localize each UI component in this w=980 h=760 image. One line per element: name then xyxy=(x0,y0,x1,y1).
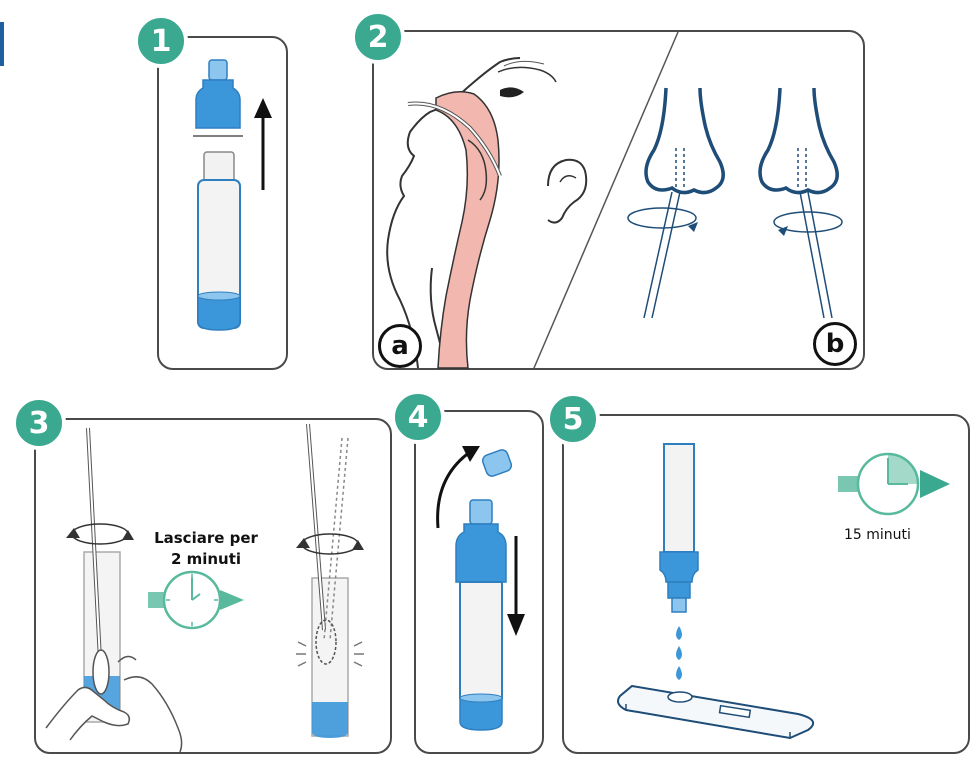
step-5-badge: 5 xyxy=(546,392,600,446)
tube-swab-removed-icon xyxy=(296,423,364,738)
test-cassette-icon xyxy=(617,684,815,740)
step-3-caption: Lasciare per 2 minuti xyxy=(150,528,262,570)
step-1-badge: 1 xyxy=(134,14,188,68)
step-4-badge: 4 xyxy=(391,390,445,444)
nose-left-icon xyxy=(627,87,725,319)
head-profile-icon xyxy=(386,57,588,369)
curved-arrow-icon xyxy=(436,446,480,529)
small-cap-icon xyxy=(481,449,513,477)
caption-line-1: Lasciare per xyxy=(154,529,258,547)
label-a: a xyxy=(378,324,422,368)
extraction-tube-icon xyxy=(197,151,241,331)
tube-cap-icon xyxy=(193,59,243,137)
caption-line-2: 2 minuti xyxy=(170,550,242,568)
dropper-tube-icon xyxy=(455,499,507,731)
timer-2min-icon xyxy=(148,570,244,630)
label-b: b xyxy=(813,322,857,366)
timer-15min-icon xyxy=(838,452,950,516)
hand-icon xyxy=(45,655,183,753)
dropper-upside-down-icon xyxy=(659,443,699,613)
panel-divider xyxy=(533,31,679,369)
arrow-up-icon xyxy=(254,98,272,190)
step-2-badge: 2 xyxy=(351,10,405,64)
edge-marker xyxy=(0,22,4,66)
step-5-caption: 15 minuti xyxy=(844,527,911,543)
step-3-badge: 3 xyxy=(12,396,66,450)
nose-right-icon xyxy=(758,87,843,319)
drops-icon xyxy=(676,626,682,680)
arrow-down-icon xyxy=(507,536,525,636)
